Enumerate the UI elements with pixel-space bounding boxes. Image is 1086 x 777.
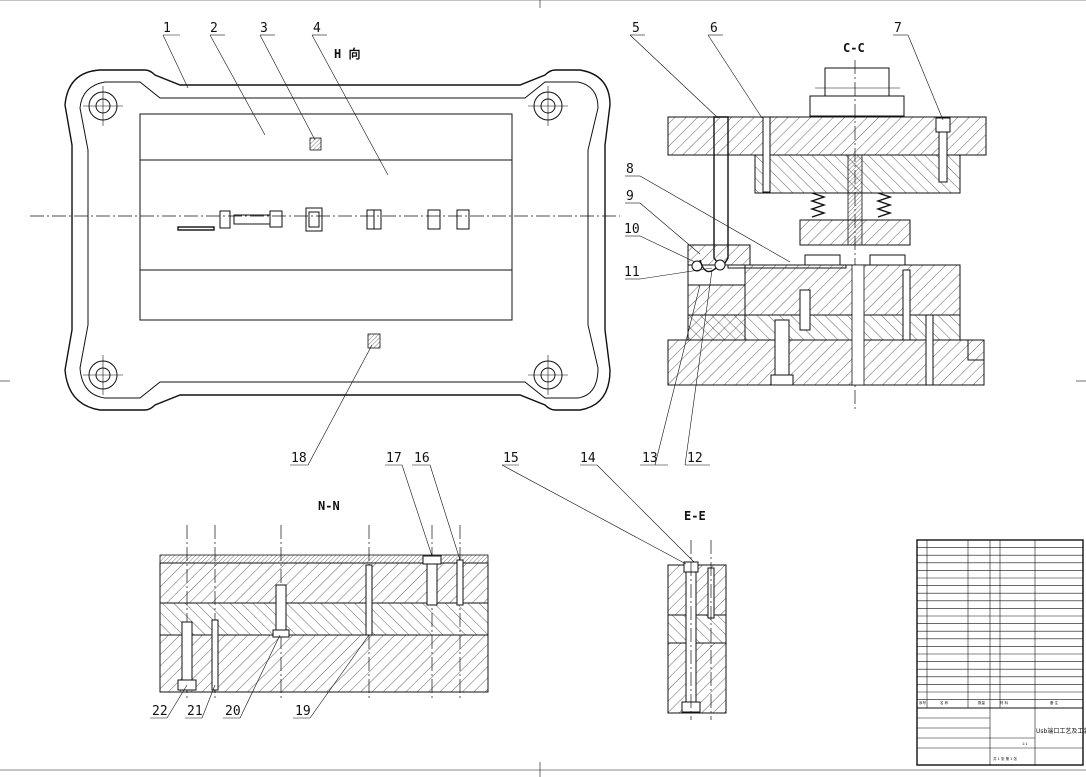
callout-8: 8	[626, 162, 634, 177]
view-title-ee: E-E	[684, 509, 706, 523]
callout-16: 16	[414, 451, 430, 466]
view-title-cc: C-C	[843, 41, 865, 55]
title-block: 序号 名 称 数量 材 料 备 注 Usb端口工艺及工装设计 1:1 共 1 张…	[916, 539, 1086, 766]
bom-header-note: 备 注	[1050, 700, 1059, 705]
callout-12: 12	[687, 451, 703, 466]
pin-18	[367, 333, 381, 349]
bom-header-material: 材 料	[1000, 700, 1009, 705]
callout-14: 14	[580, 451, 596, 466]
die-plate	[139, 113, 513, 321]
cc-view: C-C	[667, 41, 987, 410]
scale-cell: 1:1	[1022, 742, 1028, 746]
bill-of-materials	[917, 540, 1083, 708]
ee-view: E-E	[667, 509, 727, 720]
strip-guide	[139, 159, 513, 271]
callout-19: 19	[295, 704, 311, 719]
die-shank	[824, 67, 890, 97]
cc-view-leaders	[625, 34, 944, 466]
callout-11: 11	[624, 265, 640, 280]
h-view-leaders	[162, 34, 389, 466]
view-title-h: H 向	[334, 46, 360, 61]
callout-10: 10	[624, 222, 640, 237]
callout-17: 17	[386, 451, 402, 466]
callout-22: 22	[152, 704, 168, 719]
callout-2: 2	[210, 21, 218, 36]
nn-upper-plate	[159, 562, 489, 604]
corner-bolt	[83, 86, 568, 395]
callout-5: 5	[632, 21, 640, 36]
callout-15: 15	[503, 451, 519, 466]
callout-7: 7	[894, 21, 902, 36]
callout-18: 18	[291, 451, 307, 466]
spring	[809, 192, 893, 218]
nn-lower-plate	[159, 634, 489, 693]
callout-6: 6	[710, 21, 718, 36]
h-view: H 向	[30, 46, 620, 411]
bom-header-qty: 数量	[978, 700, 986, 705]
callout-4: 4	[313, 21, 321, 36]
sheet-cell: 共 1 张 第 1 张	[993, 756, 1018, 761]
ee-view-leaders	[501, 464, 695, 565]
view-title-nn: N-N	[318, 499, 340, 513]
upper-die-plate	[667, 116, 987, 156]
strip-layout	[177, 207, 470, 232]
callout-labels: 1 2 3 4 5 6 7 8 9 10 11 12 13 14 15 16 1…	[152, 21, 902, 719]
callout-13: 13	[642, 451, 658, 466]
callout-1: 1	[163, 21, 171, 36]
pin-3	[309, 137, 322, 151]
callout-9: 9	[626, 189, 634, 204]
bom-header-no: 序号	[919, 700, 927, 705]
ee-lower-plate	[667, 642, 727, 714]
nn-view: N-N	[159, 499, 489, 700]
lower-die-base	[667, 339, 985, 386]
callout-21: 21	[187, 704, 203, 719]
bom-header-name: 名 称	[940, 700, 949, 705]
callout-20: 20	[225, 704, 241, 719]
nn-view-leaders	[150, 464, 461, 719]
drawing-title: Usb端口工艺及工装设计	[1036, 727, 1086, 735]
callout-3: 3	[260, 21, 268, 36]
